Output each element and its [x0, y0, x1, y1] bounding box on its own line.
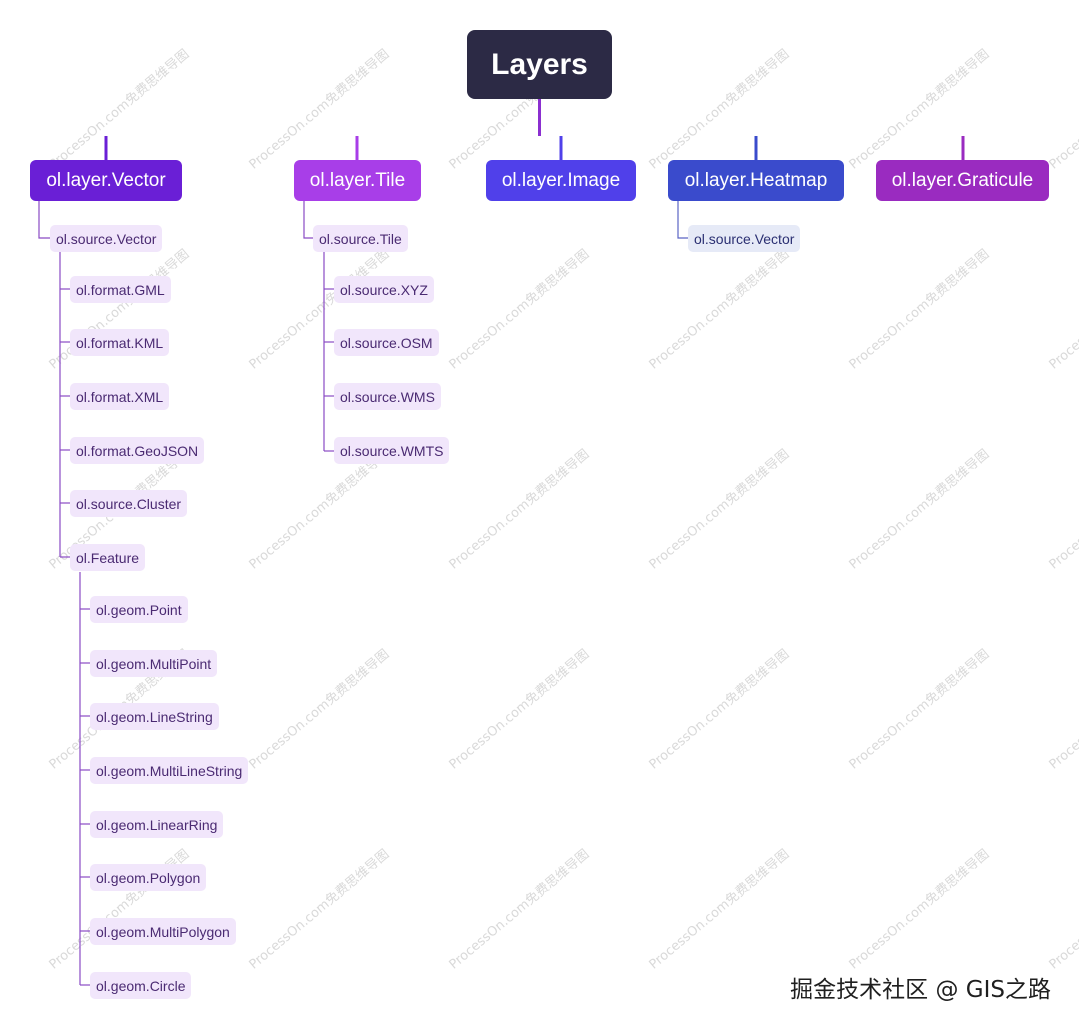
- geom-multilinestring-node[interactable]: ol.geom.MultiLineString: [90, 757, 249, 784]
- footer-credit: 掘金技术社区 @ GIS之路: [790, 977, 1051, 1003]
- geom-point-node[interactable]: ol.geom.Point: [90, 596, 188, 623]
- geom-multipolygon-node[interactable]: ol.geom.MultiPolygon: [90, 918, 236, 945]
- tile-source-connector: [303, 201, 313, 239]
- vector-child-cluster[interactable]: ol.source.Cluster: [70, 490, 188, 517]
- vector-child-kml[interactable]: ol.format.KML: [70, 329, 170, 356]
- heatmap-source-node[interactable]: ol.source.Vector: [688, 225, 801, 252]
- vector-child-geojson[interactable]: ol.format.GeoJSON: [70, 437, 205, 464]
- layer-node-vector[interactable]: ol.layer.Vector: [30, 160, 182, 201]
- layer-node-graticule[interactable]: ol.layer.Graticule: [876, 160, 1049, 201]
- layer-node-heatmap[interactable]: ol.layer.Heatmap: [668, 160, 844, 201]
- root-node-layers[interactable]: Layers: [467, 30, 612, 99]
- geom-linestring-node[interactable]: ol.geom.LineString: [90, 703, 219, 730]
- vector-children-ticks: [60, 288, 70, 558]
- heatmap-source-connector: [677, 201, 688, 239]
- geom-polygon-node[interactable]: ol.geom.Polygon: [90, 864, 207, 891]
- vector-source-connector: [38, 201, 50, 239]
- layer-node-tile[interactable]: ol.layer.Tile: [294, 160, 421, 201]
- tile-child-osm[interactable]: ol.source.OSM: [334, 329, 439, 356]
- vector-child-feature[interactable]: ol.Feature: [70, 544, 146, 571]
- geom-linearring-node[interactable]: ol.geom.LinearRing: [90, 811, 224, 838]
- vector-source-node[interactable]: ol.source.Vector: [50, 225, 163, 252]
- tile-child-xyz[interactable]: ol.source.XYZ: [334, 276, 434, 303]
- layer-node-image[interactable]: ol.layer.Image: [486, 160, 636, 201]
- feature-children-ticks: [80, 608, 90, 986]
- tile-source-node[interactable]: ol.source.Tile: [313, 225, 408, 252]
- vector-child-gml[interactable]: ol.format.GML: [70, 276, 171, 303]
- geom-circle-node[interactable]: ol.geom.Circle: [90, 972, 192, 999]
- tile-child-wmts[interactable]: ol.source.WMTS: [334, 437, 450, 464]
- vector-child-xml[interactable]: ol.format.XML: [70, 383, 170, 410]
- tile-children-ticks: [324, 288, 334, 452]
- tile-child-wms[interactable]: ol.source.WMS: [334, 383, 441, 410]
- geom-multipoint-node[interactable]: ol.geom.MultiPoint: [90, 650, 218, 677]
